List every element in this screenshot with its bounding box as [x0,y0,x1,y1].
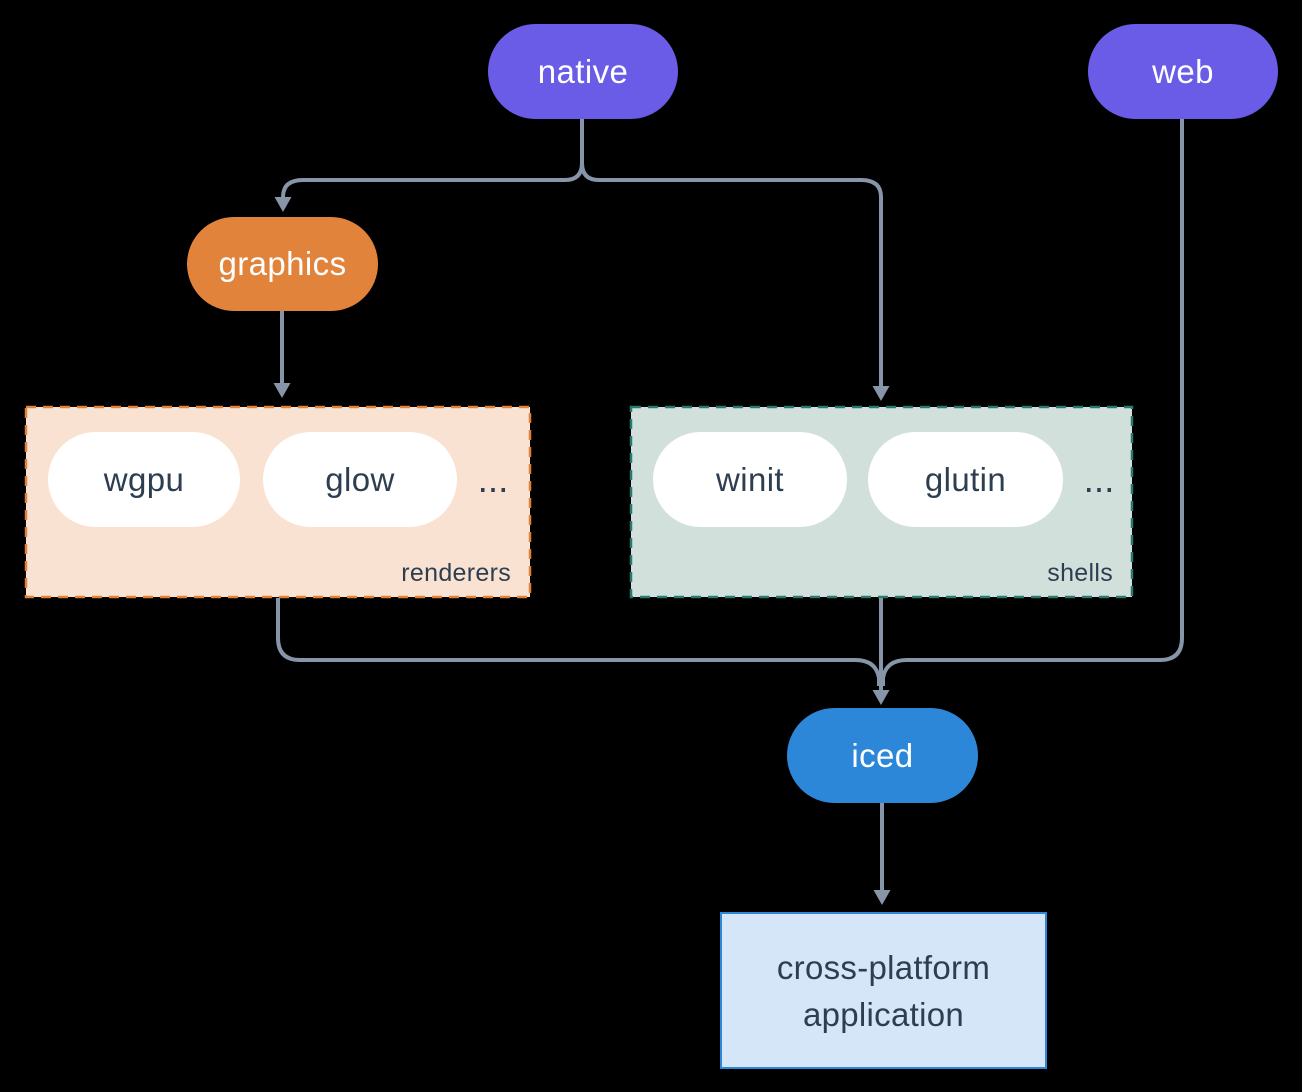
edge-native-to-shells [580,119,883,386]
node-graphics[interactable]: graphics [187,217,378,311]
edge-web-to-iced [881,119,1184,686]
node-native[interactable]: native [488,24,678,119]
node-wgpu[interactable]: wgpu [48,432,240,527]
application-label-line2: application [802,995,965,1033]
arrowhead-shells [872,386,890,401]
arrowhead-iced [872,690,890,705]
edge-renderers-to-iced [276,598,881,686]
arrowhead-renderers [273,383,291,398]
renderers-ellipsis: ... [477,458,509,500]
arrowhead-application [873,890,891,905]
renderers-group-label: renderers [401,559,511,587]
node-glutin[interactable]: glutin [868,432,1063,527]
node-iced[interactable]: iced [787,708,978,803]
arrowhead-graphics [274,197,292,212]
shells-ellipsis: ... [1083,458,1115,500]
application-label-line1: cross-platform [776,948,991,986]
shells-group-label: shells [1047,559,1113,587]
node-glow[interactable]: glow [263,432,457,527]
node-cross-platform-application[interactable]: cross-platform application [720,912,1047,1069]
renderers-group: renderers [25,406,531,598]
shells-group: shells [630,406,1133,598]
node-web[interactable]: web [1088,24,1278,119]
edge-native-to-graphics [281,119,584,199]
node-winit[interactable]: winit [653,432,847,527]
